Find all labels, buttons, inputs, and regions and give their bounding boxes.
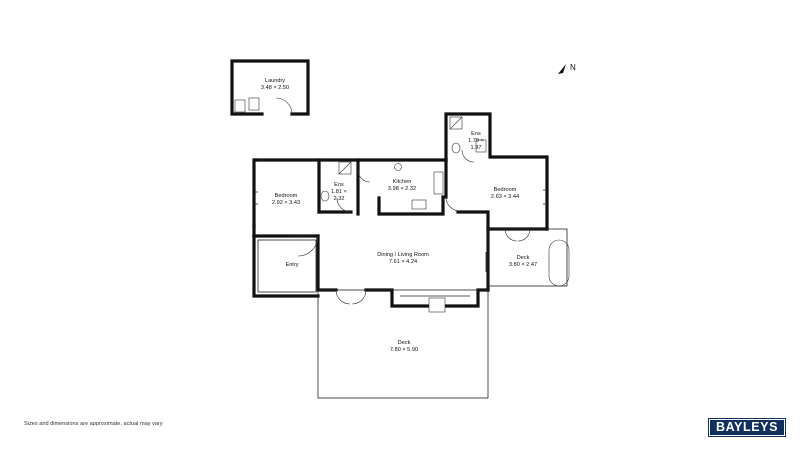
bayleys-logo: BAYLEYS — [708, 418, 786, 437]
north-compass: N — [558, 63, 576, 74]
ens-top-dims-b: 1.97 — [471, 145, 482, 151]
room-labels: Ens 1.79 × 1.97 Kitchen 3.98 × 2.32 Ens … — [272, 131, 537, 353]
bedroom-left-dims: 2.92 × 3.43 — [272, 200, 300, 206]
disclaimer-text: Sizes and dimensions are approximate, ac… — [24, 421, 163, 427]
bedroom-left-name: Bedroom — [275, 193, 298, 199]
outdoor-bath-fixture — [548, 239, 570, 287]
window-lines — [254, 189, 547, 297]
dining-dims: 7.61 × 4.24 — [389, 259, 417, 265]
deck-right-dims: 3.80 × 2.47 — [509, 262, 537, 268]
sink-fixture — [411, 199, 427, 210]
laundry-name: Laundry — [265, 78, 285, 84]
toilet-ens-left — [320, 190, 330, 202]
ens-left-dims-a: 1.81 × — [331, 189, 347, 195]
decks — [257, 228, 568, 399]
washer-fixture — [248, 97, 260, 111]
doors — [297, 149, 531, 305]
laundry-dims: 3.48 × 2.50 — [261, 85, 289, 91]
toilet-ens-top — [451, 142, 461, 154]
deck-right-name: Deck — [517, 255, 530, 261]
right-deck-outline — [487, 228, 568, 287]
bedroom-right-name: Bedroom — [494, 187, 517, 193]
basin-ens-top — [475, 139, 487, 153]
fireplace-fixture — [428, 297, 446, 313]
laundry-room: Laundry 3.48 × 2.50 — [230, 59, 310, 116]
fixtures — [320, 116, 570, 313]
entry-name: Entry — [285, 262, 298, 268]
deck-main-dims: 7.80 × 5.90 — [390, 347, 418, 353]
cooktop-fixture — [394, 163, 402, 171]
north-arrow-icon — [558, 64, 566, 74]
bedroom-right-dims: 2.63 × 3.44 — [491, 194, 519, 200]
ens-left-dims-b: 2.32 — [334, 196, 345, 202]
laundry-tub-fixture — [234, 99, 246, 113]
fridge-fixture — [433, 171, 444, 195]
kitchen-name: Kitchen — [393, 179, 412, 185]
north-label: N — [570, 63, 576, 72]
house-walls — [252, 112, 549, 308]
dining-name: Dining / Living Room — [377, 252, 429, 258]
main-deck-outline — [317, 289, 489, 399]
entry-outline — [257, 239, 317, 293]
ens-left-name: Ens — [334, 182, 344, 188]
kitchen-dims: 3.98 × 2.32 — [388, 186, 416, 192]
ens-top-dims-a: 1.79 × — [468, 138, 484, 144]
ens-top-name: Ens — [471, 131, 481, 137]
deck-main-name: Deck — [398, 340, 411, 346]
